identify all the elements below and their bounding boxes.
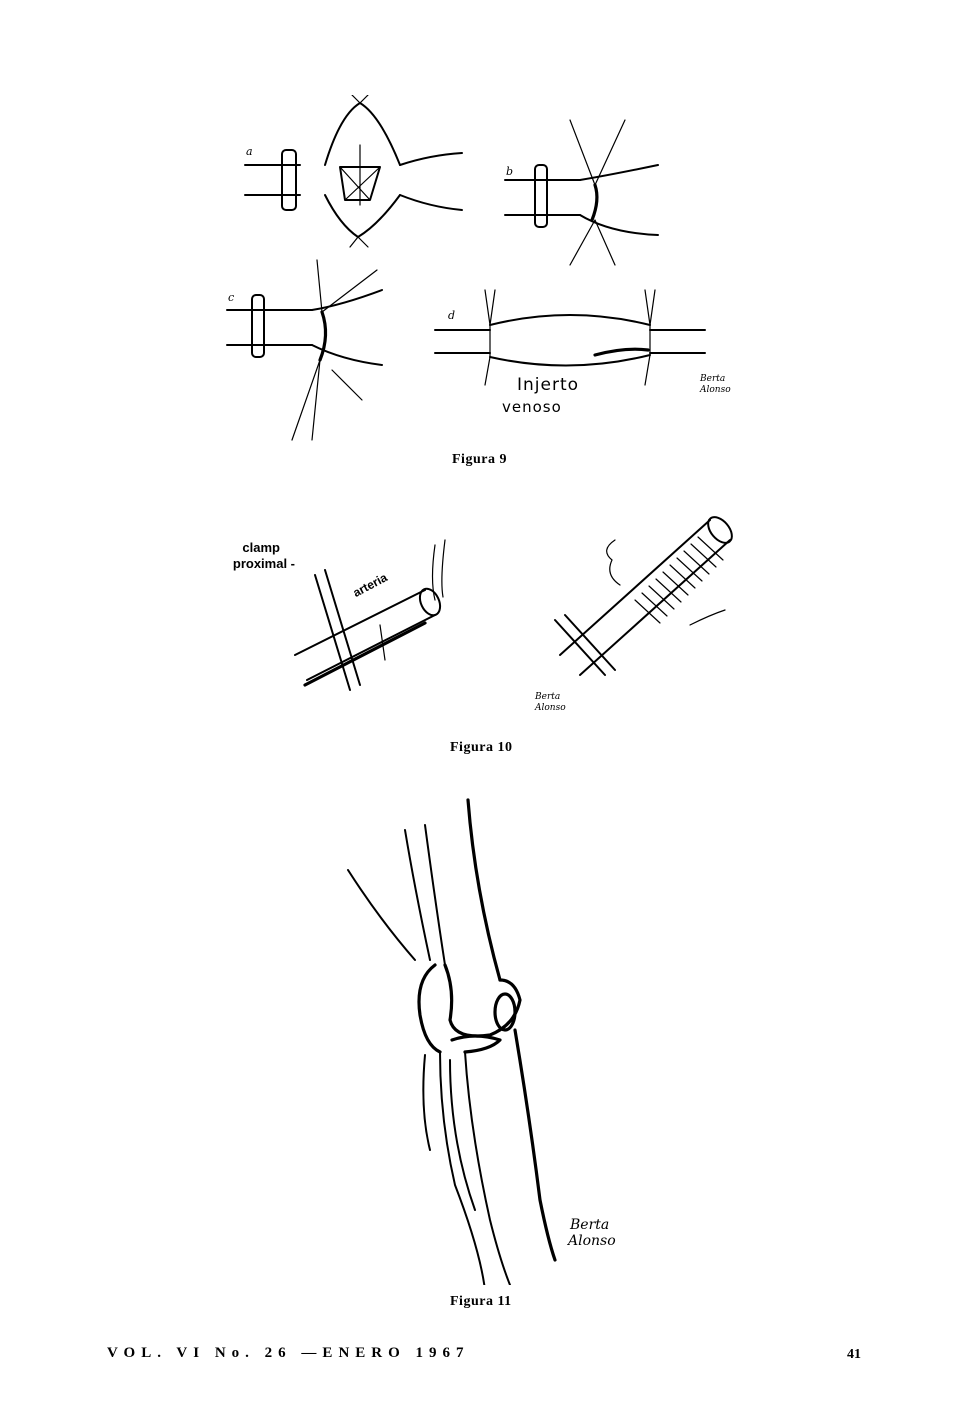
figure-10-artery-drawing: [294, 539, 446, 691]
figure-9-signature: Berta Alonso: [700, 374, 731, 395]
figure-9-panel-d-drawing: [434, 289, 706, 386]
figure-11-knee-drawing: [347, 798, 557, 1285]
figure-11-signature-line-2: Alonso: [568, 1233, 616, 1249]
page-number: 41: [847, 1347, 861, 1362]
figure-11-signature-line-1: Berta: [570, 1217, 610, 1233]
clamp-label-line-2: proximal -: [232, 556, 295, 571]
figure-10: clamp proximal - arteria Berta Alonso Fi…: [0, 500, 970, 760]
figure-10-signature: Berta Alonso: [535, 692, 566, 713]
clamp-label-line-1: clamp: [242, 540, 280, 555]
panel-b-label: b: [506, 165, 514, 178]
figure-9-panel-b-drawing: [504, 119, 659, 266]
figure-9: a b c d Injerto venoso Berta Alonso Figu…: [0, 0, 970, 480]
figure-11: Berta Alonso Figura 11: [0, 790, 970, 1320]
figure-9-caption: Figura 9: [452, 452, 507, 467]
panel-d-label: d: [448, 309, 456, 322]
figure-10-caption: Figura 10: [450, 740, 513, 755]
panel-a-label: a: [246, 145, 253, 158]
panel-c-label: c: [228, 291, 235, 304]
journal-reference: VOL. VI No. 26 —ENERO 1967: [107, 1345, 470, 1361]
figure-9-panel-c-drawing: [226, 259, 383, 441]
figure-10-graft-drawing: [554, 516, 733, 676]
graft-label-line-2: venoso: [502, 398, 562, 416]
graft-label-line-1: Injerto: [517, 375, 580, 395]
figure-11-caption: Figura 11: [450, 1294, 512, 1309]
figure-9-panel-a-drawing: [244, 95, 463, 248]
